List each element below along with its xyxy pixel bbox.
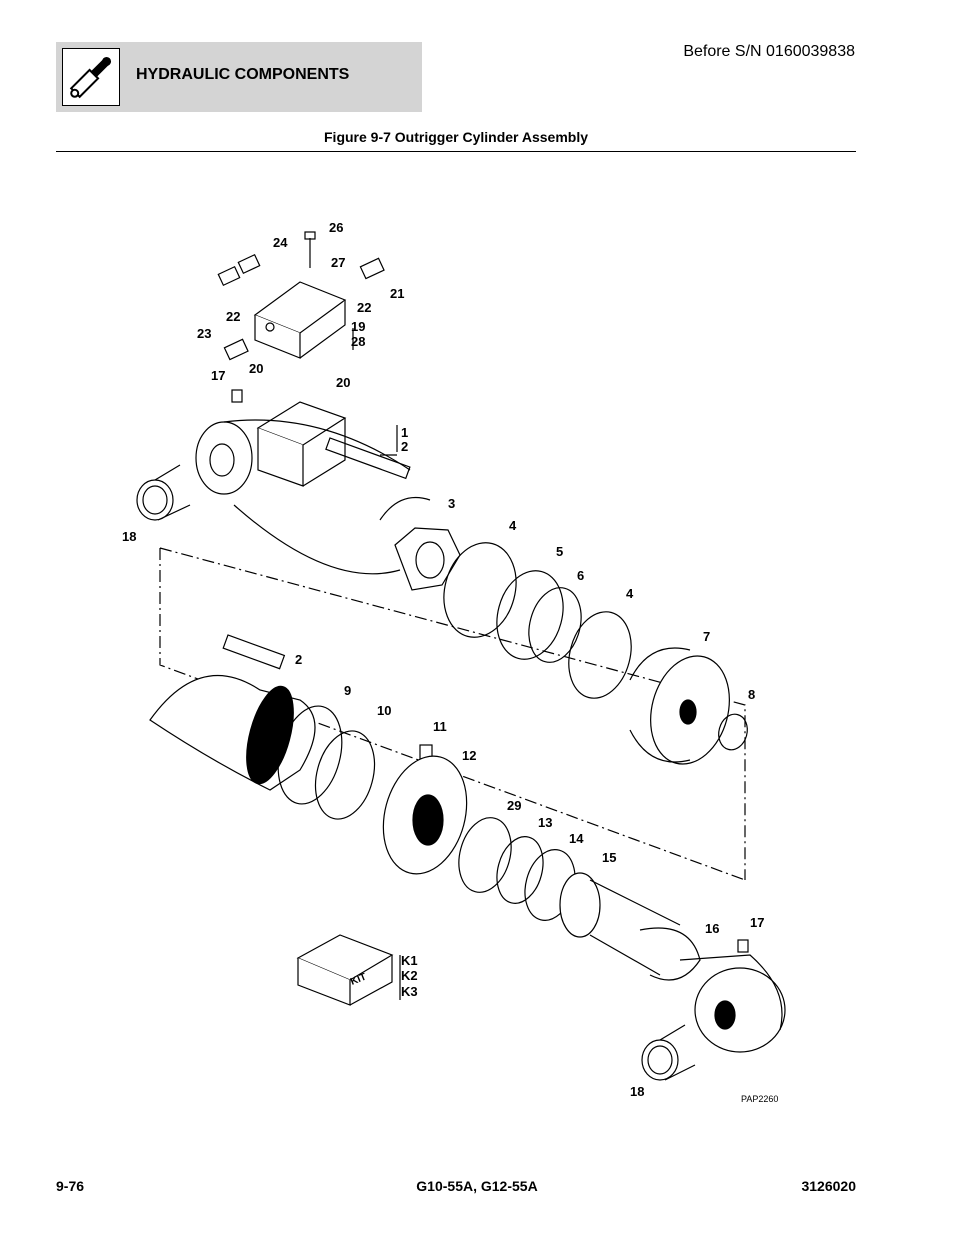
- fitting-24a: [217, 265, 241, 287]
- cylinder-barrel: [195, 419, 431, 575]
- callout-29: 29: [507, 798, 521, 813]
- figure-code: PAP2260: [741, 1094, 778, 1104]
- callout-17: 17: [211, 368, 225, 383]
- gland-nut: [394, 527, 461, 591]
- callout-17b: 17: [750, 915, 764, 930]
- callout-20: 20: [249, 361, 263, 376]
- bolt-26: [304, 231, 316, 268]
- callout-2: 2: [401, 439, 408, 454]
- document-number: 3126020: [801, 1178, 856, 1194]
- grease-fitting-17a: [231, 389, 243, 403]
- piston-rod: [559, 872, 701, 981]
- callout-13: 13: [538, 815, 552, 830]
- cylinder-head: [382, 755, 468, 875]
- callout-12: 12: [462, 748, 476, 763]
- barrel-cutaway: [149, 634, 316, 791]
- grease-fitting-17b: [737, 939, 749, 953]
- callout-labels: 1 2 3 4 5 6 4 7 8 2 9 10 11 12 29 13 14 …: [122, 220, 764, 1099]
- callout-27: 27: [331, 255, 345, 270]
- figure-title: Figure 9-7 Outrigger Cylinder Assembly: [324, 129, 588, 145]
- callout-22: 22: [357, 300, 371, 315]
- section-title: HYDRAULIC COMPONENTS: [136, 66, 350, 83]
- hydraulic-cylinder-icon: [62, 48, 120, 106]
- callout-15: 15: [602, 850, 616, 865]
- callout-16: 16: [705, 921, 719, 936]
- o-ring-8: [718, 713, 748, 751]
- callout-9: 9: [344, 683, 351, 698]
- callout-28: 28: [351, 334, 365, 349]
- piston: [629, 647, 730, 765]
- header-rule: [56, 151, 856, 152]
- backup-ring-6: [528, 587, 582, 663]
- callout-8: 8: [748, 687, 755, 702]
- wear-ring-4b: [568, 611, 632, 699]
- callout-26: 26: [329, 220, 343, 235]
- serial-number-note: Before S/N 0160039838: [683, 43, 855, 60]
- barrel-mounting-block: [256, 401, 347, 487]
- callout-1: 1: [401, 425, 408, 440]
- callout-10: 10: [377, 703, 391, 718]
- seal-5: [496, 570, 564, 660]
- callout-24: 24: [273, 235, 288, 250]
- callout-21: 21: [390, 286, 404, 301]
- fitting-23: [223, 338, 249, 361]
- rod-end-eye: [679, 954, 786, 1053]
- fitting-24b: [237, 253, 261, 275]
- o-ring-10: [314, 730, 376, 820]
- callout-4b: 4: [626, 586, 634, 601]
- callout-22b: 22: [226, 309, 240, 324]
- callout-7: 7: [703, 629, 710, 644]
- callout-k1: K1: [401, 953, 418, 968]
- callout-4: 4: [509, 518, 517, 533]
- ring-13: [496, 836, 544, 904]
- fitting-21: [359, 257, 385, 280]
- callout-6: 6: [577, 568, 584, 583]
- callout-23: 23: [197, 326, 211, 341]
- manifold-block: [253, 281, 347, 359]
- bushing-18-bottom: [641, 1024, 696, 1081]
- assembly-centerline: [159, 547, 746, 881]
- callout-18b: 18: [630, 1084, 644, 1099]
- callout-2b: 2: [295, 652, 302, 667]
- wear-ring-4a: [443, 542, 517, 638]
- seal-kit-box: [296, 934, 394, 1006]
- callout-k3: K3: [401, 984, 418, 999]
- ring-9: [277, 705, 343, 805]
- callout-5: 5: [556, 544, 563, 559]
- model-numbers: G10-55A, G12-55A: [416, 1178, 538, 1194]
- page-number: 9-76: [56, 1178, 85, 1194]
- callout-14: 14: [569, 831, 584, 846]
- callout-k2: K2: [401, 968, 418, 983]
- callout-20b: 20: [336, 375, 350, 390]
- callout-19: 19: [351, 319, 365, 334]
- wiper-29: [458, 817, 512, 893]
- bushing-18-top: [136, 464, 191, 521]
- callout-11: 11: [433, 719, 447, 734]
- callout-18: 18: [122, 529, 136, 544]
- callout-3: 3: [448, 496, 455, 511]
